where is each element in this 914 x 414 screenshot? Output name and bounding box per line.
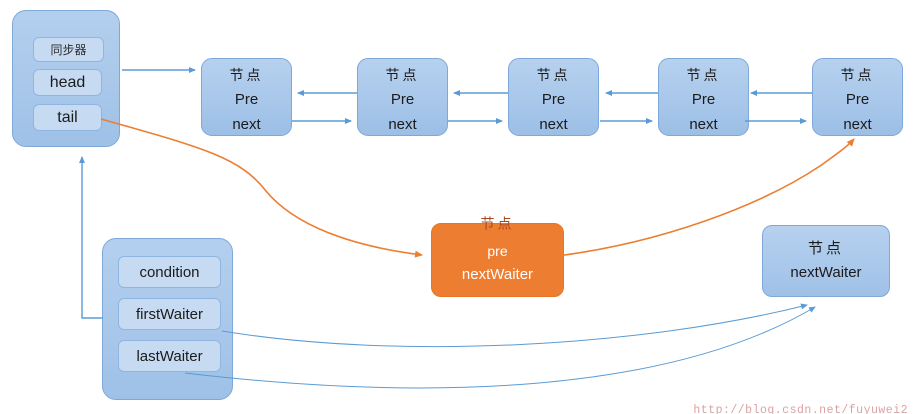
synchronizer-box: 同步器 head tail bbox=[12, 10, 120, 147]
last-waiter-field-label: lastWaiter bbox=[136, 347, 203, 365]
node-title: 节点 bbox=[686, 67, 721, 83]
queue-node-4: 节点 Pre next bbox=[658, 58, 749, 136]
condition-field-label: condition bbox=[139, 263, 200, 281]
last-waiter-to-node-arrow bbox=[184, 306, 816, 389]
last-waiter-field: lastWaiter bbox=[118, 340, 221, 372]
head-field-label: head bbox=[49, 73, 86, 91]
condition-field: condition bbox=[118, 256, 221, 288]
node-next-label: next bbox=[843, 116, 872, 133]
node-pre-label: Pre bbox=[845, 91, 870, 108]
condition-to-synchronizer-arrow bbox=[79, 156, 103, 319]
watermark-url: http://blog.csdn.net/fuyuwei2 bbox=[693, 404, 908, 414]
node-pre-label: Pre bbox=[541, 91, 566, 108]
first-waiter-field: firstWaiter bbox=[118, 298, 221, 330]
tail-field-label: tail bbox=[57, 108, 78, 126]
node-title: 节点 bbox=[229, 67, 264, 83]
queue-node-3: 节点 Pre next bbox=[508, 58, 599, 136]
tail-to-condition-node-arrow bbox=[100, 118, 423, 258]
waiter-node-title: 节点 bbox=[807, 240, 844, 257]
node-title: 节点 bbox=[840, 67, 875, 83]
condition-queue-node: 节点 pre nextWaiter bbox=[431, 216, 564, 297]
queue-node-5: 节点 Pre next bbox=[812, 58, 903, 136]
node-next-label: next bbox=[388, 116, 417, 133]
tail-field: tail bbox=[33, 104, 102, 131]
node-pre-label: Pre bbox=[390, 91, 415, 108]
condition-node-title: 节点 bbox=[480, 215, 515, 232]
node-pre-label: Pre bbox=[691, 91, 716, 108]
condition-node-nextwaiter-label: nextWaiter bbox=[461, 266, 534, 283]
condition-node-pre-label: pre bbox=[487, 243, 508, 259]
node-pre-label: Pre bbox=[234, 91, 259, 108]
waiter-node-nextwaiter-label: nextWaiter bbox=[790, 264, 862, 281]
next-waiter-node: 节点 nextWaiter bbox=[762, 225, 890, 297]
synchronizer-title-label: 同步器 bbox=[50, 43, 87, 57]
first-waiter-to-node-arrow bbox=[221, 303, 808, 348]
node-next-label: next bbox=[539, 116, 568, 133]
queue-node-1: 节点 Pre next bbox=[201, 58, 292, 136]
condition-box: condition firstWaiter lastWaiter bbox=[102, 238, 233, 400]
node-next-label: next bbox=[232, 116, 261, 133]
node-next-label: next bbox=[689, 116, 718, 133]
first-waiter-field-label: firstWaiter bbox=[136, 305, 203, 323]
synchronizer-title: 同步器 bbox=[33, 37, 104, 62]
head-field: head bbox=[33, 69, 102, 96]
node-title: 节点 bbox=[536, 67, 571, 83]
queue-node-2: 节点 Pre next bbox=[357, 58, 448, 136]
node-title: 节点 bbox=[385, 67, 420, 83]
